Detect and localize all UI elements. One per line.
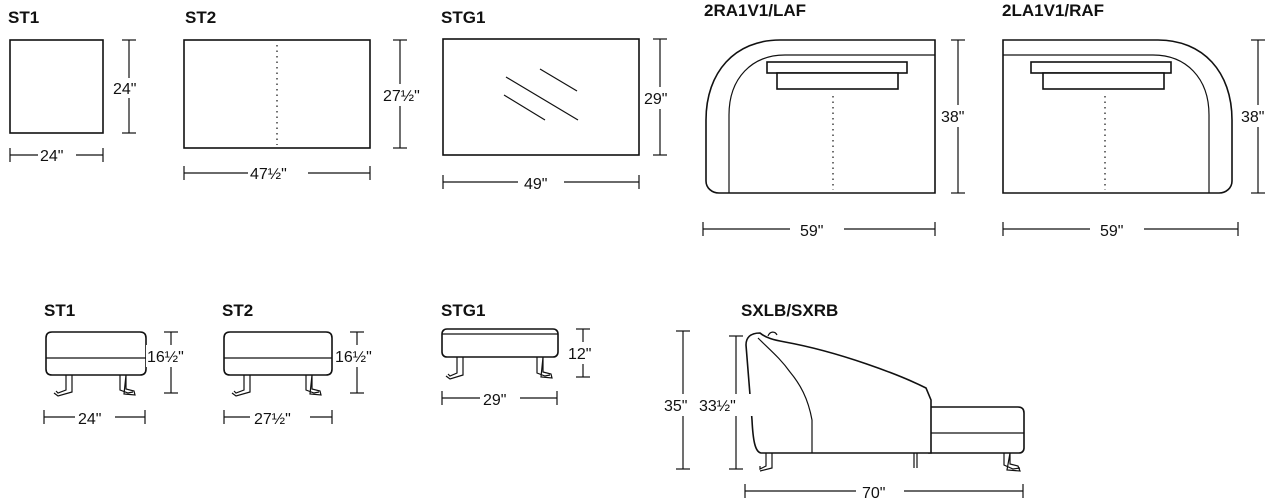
st2-top-title: ST2 bbox=[185, 8, 216, 27]
stg1-side-height: 12" bbox=[568, 346, 591, 363]
laf-top-view: 2RA1V1/LAF 38" 59" bbox=[702, 1, 976, 241]
label-mask bbox=[1239, 105, 1277, 127]
sxlb-leg bbox=[759, 453, 773, 472]
stg1-top-title: STG1 bbox=[441, 8, 485, 27]
stg1-top-outline bbox=[442, 38, 640, 156]
sxlb-backrest bbox=[745, 332, 932, 454]
st2-top-view: ST2 27½" 47½" bbox=[183, 8, 433, 184]
st2-side-width: 27½" bbox=[254, 411, 291, 428]
raf-cushion-front bbox=[1042, 72, 1165, 90]
sxlb-backrest-inner bbox=[757, 337, 813, 453]
glass-glare bbox=[539, 68, 578, 92]
sxlb-width: 70" bbox=[862, 485, 885, 502]
stg1-top-view: STG1 29" 49" bbox=[441, 8, 679, 194]
label-mask bbox=[38, 145, 76, 165]
raf-cushion-back bbox=[1030, 61, 1172, 74]
st2-side-leg-right bbox=[309, 374, 322, 396]
label-mask bbox=[518, 172, 564, 194]
sxlb-outer-height: 35" bbox=[664, 398, 687, 415]
raf-height: 38" bbox=[1241, 109, 1264, 126]
label-mask bbox=[566, 342, 602, 364]
label-mask bbox=[856, 481, 904, 503]
stg1-side-width: 29" bbox=[483, 392, 506, 409]
raf-inner bbox=[1003, 54, 1210, 193]
label-mask bbox=[660, 394, 754, 416]
st2-side-leg-left bbox=[231, 375, 251, 397]
label-mask bbox=[248, 162, 308, 184]
laf-top-title: 2RA1V1/LAF bbox=[704, 1, 806, 20]
label-mask bbox=[75, 407, 115, 429]
label-mask bbox=[381, 84, 433, 106]
stg1-top-height: 29" bbox=[644, 91, 667, 108]
st1-side-view: ST1 16½" 24" bbox=[43, 301, 196, 429]
laf-height: 38" bbox=[941, 109, 964, 126]
stg1-side-title: STG1 bbox=[441, 301, 485, 320]
laf-cushion-back bbox=[766, 61, 908, 74]
label-mask bbox=[146, 345, 196, 367]
st1-side-body bbox=[45, 331, 147, 376]
st1-top-title: ST1 bbox=[8, 8, 39, 27]
st1-side-title: ST1 bbox=[44, 301, 75, 320]
stg1-side-leg-right bbox=[540, 356, 553, 379]
stg1-side-body bbox=[441, 328, 559, 358]
st1-top-view: ST1 24" 24" bbox=[8, 8, 150, 165]
stg1-side-leg-left bbox=[445, 357, 464, 380]
st1-top-outline bbox=[9, 39, 104, 134]
label-mask bbox=[334, 345, 386, 367]
label-mask bbox=[643, 87, 679, 109]
sxlb-leg bbox=[1003, 453, 1021, 470]
raf-top-view: 2LA1V1/RAF 38" 59" bbox=[1002, 1, 1277, 241]
stg1-top-width: 49" bbox=[524, 176, 547, 193]
sxlb-side-title: SXLB/SXRB bbox=[741, 301, 838, 320]
st2-side-title: ST2 bbox=[222, 301, 253, 320]
laf-inner bbox=[728, 54, 935, 193]
st2-top-outline bbox=[183, 39, 371, 149]
sxlb-inner-height: 33½" bbox=[699, 398, 736, 415]
laf-cushion-front bbox=[776, 72, 899, 90]
label-mask bbox=[480, 388, 520, 410]
label-mask bbox=[940, 105, 976, 127]
sxlb-seat bbox=[928, 406, 1025, 454]
st2-side-body bbox=[223, 331, 333, 376]
raf-top-title: 2LA1V1/RAF bbox=[1002, 1, 1104, 20]
laf-width: 59" bbox=[800, 223, 823, 240]
label-mask bbox=[1090, 219, 1144, 241]
st2-top-width: 47½" bbox=[250, 166, 287, 183]
glass-glare bbox=[503, 94, 546, 121]
sxlb-leg bbox=[759, 453, 767, 470]
st1-side-leg-left bbox=[53, 375, 73, 397]
st2-side-height: 16½" bbox=[335, 349, 372, 366]
st1-side-width: 24" bbox=[78, 411, 101, 428]
st2-top-height: 27½" bbox=[383, 88, 420, 105]
sxlb-headrest bbox=[767, 331, 778, 337]
st1-side-height: 16½" bbox=[147, 349, 184, 366]
st2-side-view: ST2 16½" 27½" bbox=[222, 301, 386, 429]
label-mask bbox=[790, 219, 844, 241]
stg1-side-view: STG1 12" 29" bbox=[441, 301, 602, 410]
glass-glare bbox=[505, 76, 579, 121]
st1-top-height: 24" bbox=[113, 81, 136, 98]
sxlb-leg bbox=[1006, 452, 1021, 472]
sxlb-side-view: SXLB/SXRB 35" 33½" 70" bbox=[660, 301, 1025, 503]
st2-side-leg-left bbox=[233, 375, 245, 394]
stg1-side-leg-left bbox=[447, 357, 458, 377]
label-mask bbox=[250, 407, 310, 429]
st1-side-leg-left bbox=[55, 375, 67, 394]
raf-width: 59" bbox=[1100, 223, 1123, 240]
st1-side-leg-right bbox=[123, 374, 136, 396]
label-mask bbox=[110, 78, 150, 98]
st1-top-width: 24" bbox=[40, 148, 63, 165]
